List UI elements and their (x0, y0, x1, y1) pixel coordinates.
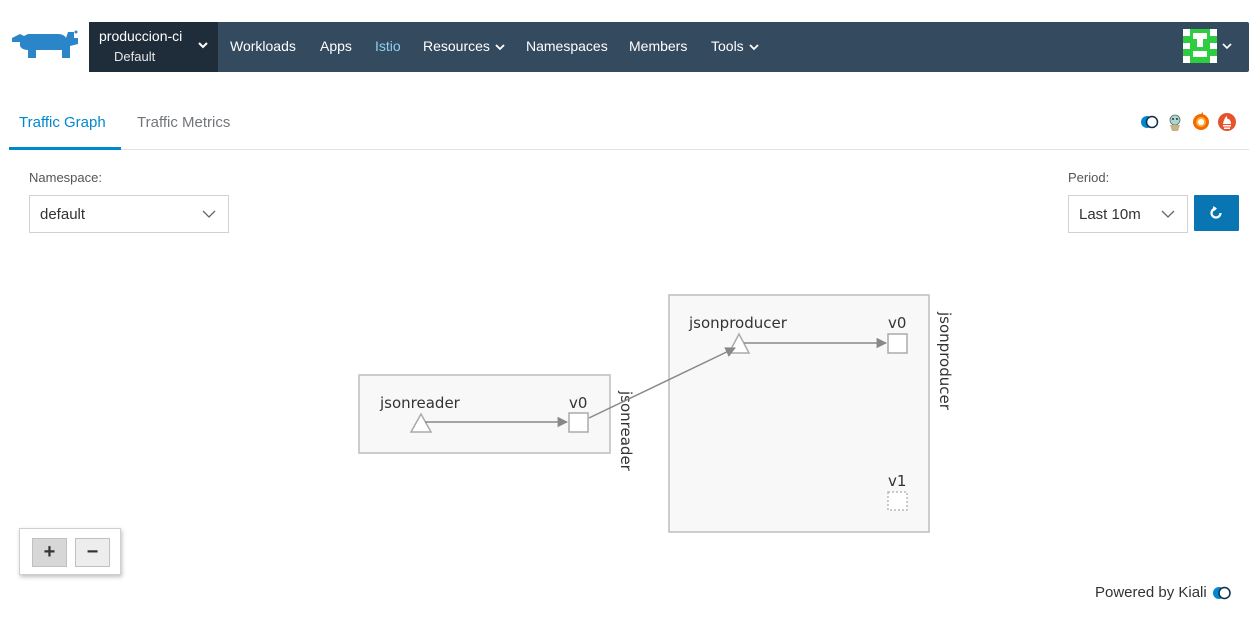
cluster-name: produccion-ci (99, 28, 183, 44)
version-label-jsonproducer-v0: v0 (888, 314, 906, 332)
nav-label: Resources (423, 38, 490, 54)
service-node-jsonreader[interactable] (409, 412, 433, 433)
prometheus-icon[interactable] (1217, 112, 1237, 132)
user-avatar-identicon[interactable] (1183, 29, 1217, 63)
group-jsonproducer[interactable]: jsonproducer v0 v1 jsonproducer (668, 294, 954, 533)
chevron-down-icon (749, 43, 759, 50)
nav-label: Apps (320, 38, 352, 54)
workload-node-jsonproducer-v0[interactable] (887, 333, 908, 354)
powered-by-text: Powered by Kiali (1095, 584, 1207, 601)
group-label-jsonproducer: jsonproducer (936, 311, 954, 411)
chevron-down-icon (202, 210, 216, 218)
refresh-button[interactable] (1194, 195, 1239, 231)
tab-traffic-metrics[interactable]: Traffic Metrics (137, 114, 231, 131)
cluster-project-switcher[interactable]: produccion-ci Default (89, 22, 218, 72)
chevron-down-icon (198, 42, 208, 49)
powered-by-kiali: Powered by Kiali (1095, 584, 1232, 601)
tool-icons (1139, 112, 1237, 132)
group-label-jsonreader: jsonreader (617, 390, 635, 472)
active-tab-indicator (9, 147, 121, 150)
tab-traffic-graph[interactable]: Traffic Graph (19, 114, 106, 131)
period-select[interactable]: Last 10m (1068, 195, 1188, 233)
app-label-jsonproducer: jsonproducer (688, 314, 788, 332)
rancher-logo-icon[interactable] (8, 28, 80, 64)
nav-members[interactable]: Members (629, 38, 687, 54)
nav-apps[interactable]: Apps (320, 38, 352, 54)
version-label-jsonproducer-v1: v1 (888, 472, 906, 490)
kiali-icon (1212, 586, 1231, 599)
nav-label: Members (629, 38, 688, 54)
app-label-jsonreader: jsonreader (379, 394, 461, 412)
project-name: Default (114, 49, 156, 64)
chevron-down-icon (1161, 210, 1175, 218)
nav-tools[interactable]: Tools (711, 38, 759, 54)
chevron-down-icon (495, 43, 505, 50)
nav-label: Tools (711, 38, 744, 54)
namespace-value: default (40, 206, 86, 223)
chevron-down-icon[interactable] (1222, 41, 1232, 51)
zoom-in-button[interactable]: + (32, 538, 67, 567)
nav-resources[interactable]: Resources (423, 38, 505, 54)
view-tabs: Traffic Graph Traffic Metrics (9, 105, 1249, 150)
refresh-icon (1210, 206, 1222, 219)
workload-node-jsonreader-v0[interactable] (568, 412, 589, 433)
version-label-jsonreader-v0: v0 (569, 394, 587, 412)
namespace-label: Namespace: (29, 170, 102, 185)
group-jsonreader[interactable]: jsonreader v0 jsonreader (358, 374, 635, 472)
period-value: Last 10m (1079, 206, 1141, 223)
zoom-controls: + − (19, 528, 121, 575)
jaeger-icon[interactable] (1165, 112, 1185, 132)
period-label: Period: (1068, 170, 1110, 185)
main-navbar: produccion-ci Default Workloads Apps Ist… (89, 22, 1249, 72)
nav-label: Istio (375, 38, 401, 54)
nav-workloads[interactable]: Workloads (230, 38, 296, 54)
nav-label: Workloads (230, 38, 296, 54)
nav-label: Namespaces (526, 38, 608, 54)
top-bar: produccion-ci Default Workloads Apps Ist… (0, 0, 1258, 78)
nav-namespaces[interactable]: Namespaces (526, 38, 608, 54)
grafana-icon[interactable] (1191, 112, 1211, 132)
workload-node-jsonproducer-v1[interactable] (887, 491, 908, 511)
namespace-select[interactable]: default (29, 195, 229, 233)
kiali-icon[interactable] (1139, 112, 1159, 132)
zoom-out-button[interactable]: − (75, 538, 110, 567)
nav-istio[interactable]: Istio (375, 38, 401, 54)
